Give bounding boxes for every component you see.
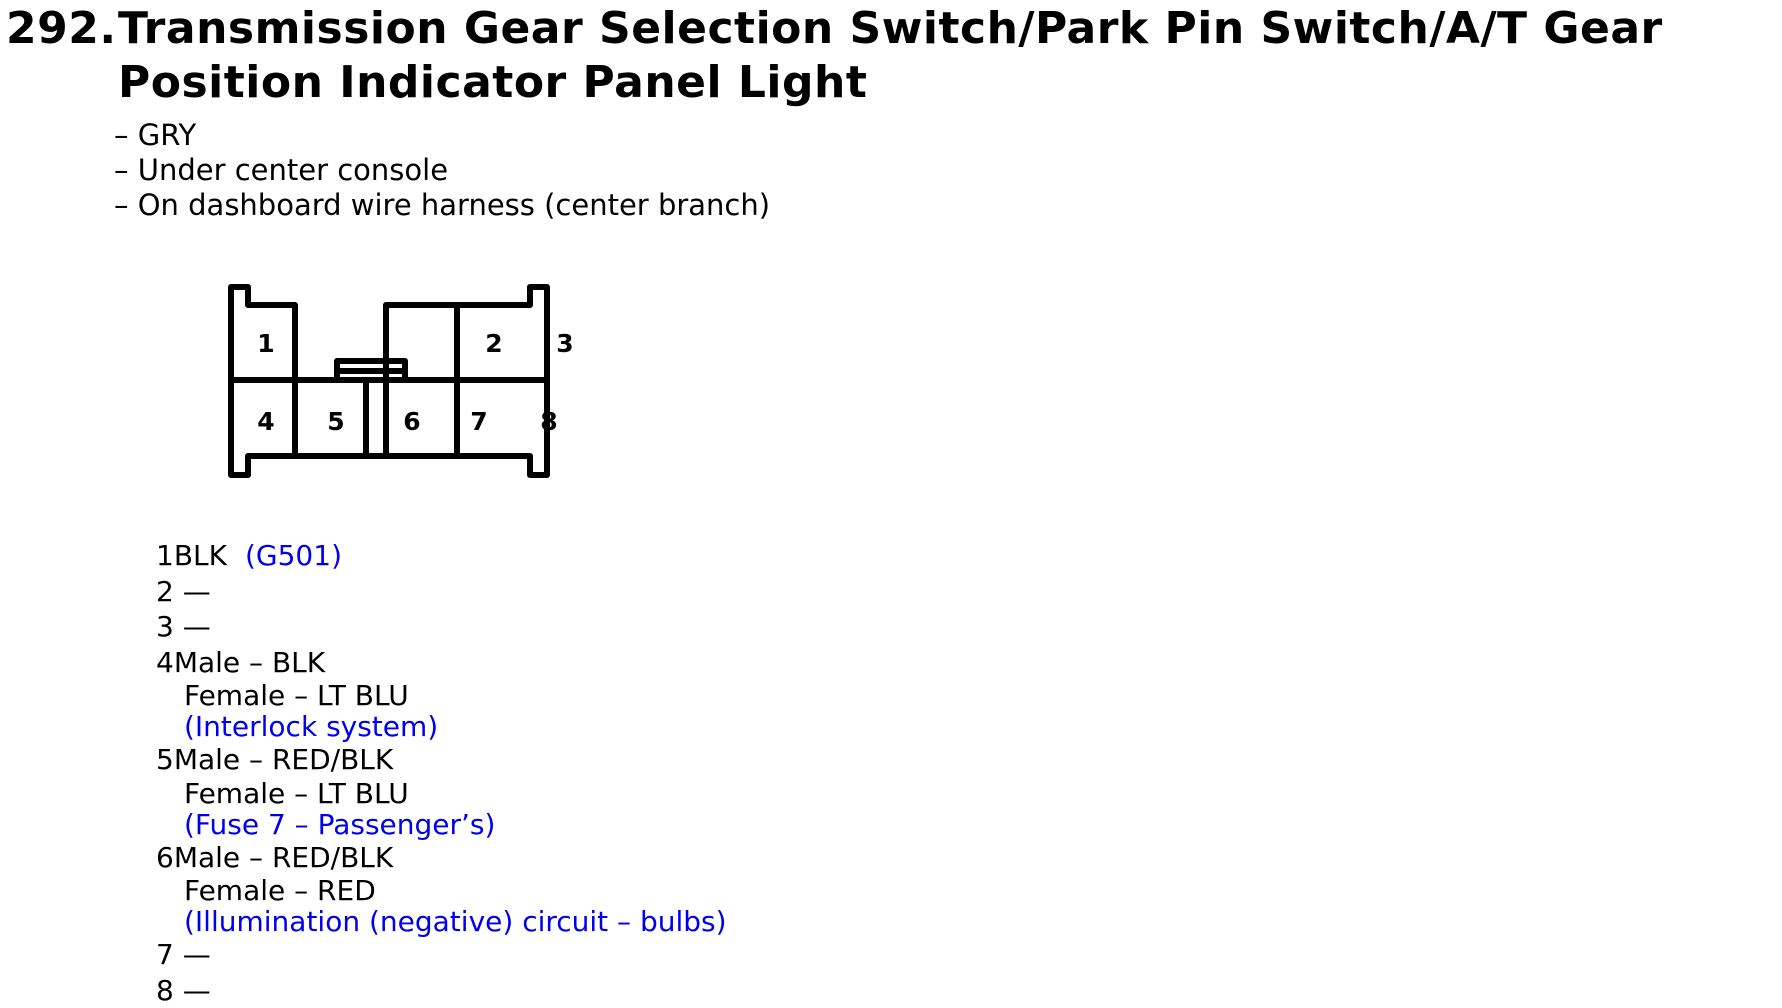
pin-number: 3 xyxy=(156,610,174,643)
pin-wire: Male – RED/BLK xyxy=(174,841,393,874)
pin-number: 8 xyxy=(156,974,174,1007)
pin-row-1: 1BLK (G501) xyxy=(156,538,727,574)
pin-4-female: Female – LT BLU xyxy=(156,680,727,711)
pin-wire: BLK xyxy=(174,539,227,572)
pin-5-note-link[interactable]: (Fuse 7 – Passenger’s) xyxy=(156,809,727,840)
pin-row-6: 6Male – RED/BLK xyxy=(156,840,727,876)
pin-label-8: 8 xyxy=(540,407,557,436)
pin-6-female: Female – RED xyxy=(156,875,727,906)
pin-wire: — xyxy=(183,974,211,1007)
pin-number: 5 xyxy=(156,743,174,776)
connector-face-diagram: 1 2 3 4 5 6 7 8 xyxy=(224,280,594,485)
detail-color: – GRY xyxy=(114,118,770,153)
pin-label-4: 4 xyxy=(257,407,274,436)
title-line-2: Position Indicator Panel Light xyxy=(6,56,1663,110)
pin-row-3: 3 — xyxy=(156,609,727,645)
section-number: 292. xyxy=(6,2,118,56)
pin-row-8: 8 — xyxy=(156,973,727,1008)
pin-label-6: 6 xyxy=(403,407,420,436)
pin-wire: — xyxy=(183,610,211,643)
pin-label-1: 1 xyxy=(257,329,274,358)
pin-wire: Male – BLK xyxy=(174,646,325,679)
pin-wire: — xyxy=(183,575,211,608)
page-title: 292.Transmission Gear Selection Switch/P… xyxy=(6,2,1663,110)
pin-label-2: 2 xyxy=(485,329,502,358)
pin-label-7: 7 xyxy=(470,407,487,436)
pin-label-3: 3 xyxy=(556,329,573,358)
title-line-1: Transmission Gear Selection Switch/Park … xyxy=(118,3,1663,54)
connector-details: – GRY – Under center console – On dashbo… xyxy=(114,118,770,223)
pin-wire: — xyxy=(183,938,211,971)
pin-list: 1BLK (G501) 2 — 3 — 4Male – BLK Female – … xyxy=(156,538,727,1008)
pin-label-5: 5 xyxy=(327,407,344,436)
pin-4-note-link[interactable]: (Interlock system) xyxy=(156,711,727,742)
pin-row-4: 4Male – BLK xyxy=(156,645,727,681)
pin-row-5: 5Male – RED/BLK xyxy=(156,742,727,778)
pin-number: 4 xyxy=(156,646,174,679)
pin-number: 7 xyxy=(156,938,174,971)
pin-6-note-link[interactable]: (Illumination (negative) circuit – bulbs… xyxy=(156,906,727,937)
pin-number: 2 xyxy=(156,575,174,608)
pin-number: 1 xyxy=(156,539,174,572)
pin-note-link[interactable]: (G501) xyxy=(245,539,342,572)
detail-harness: – On dashboard wire harness (center bran… xyxy=(114,188,770,223)
pin-wire: Male – RED/BLK xyxy=(174,743,393,776)
pin-row-2: 2 — xyxy=(156,574,727,610)
pin-number: 6 xyxy=(156,841,174,874)
pin-row-7: 7 — xyxy=(156,937,727,973)
detail-location: – Under center console xyxy=(114,153,770,188)
pin-5-female: Female – LT BLU xyxy=(156,778,727,809)
